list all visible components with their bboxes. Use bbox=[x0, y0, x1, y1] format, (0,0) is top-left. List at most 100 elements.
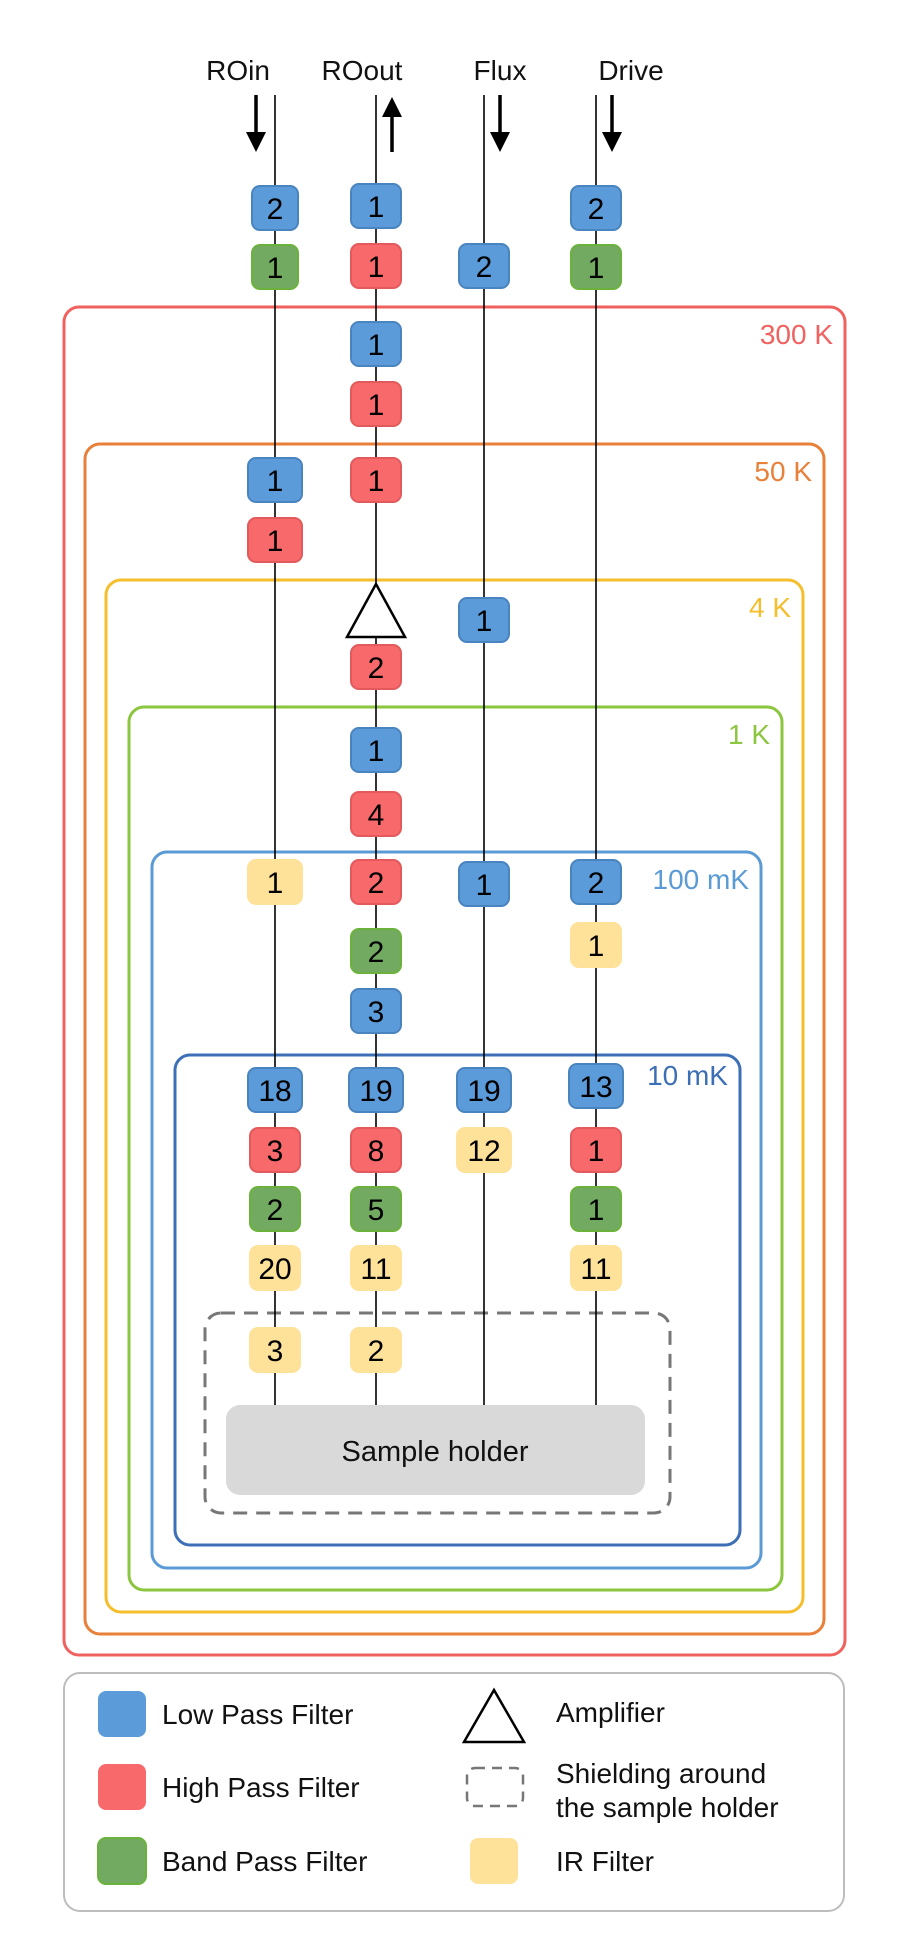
filter-count: 2 bbox=[368, 1335, 385, 1368]
filter-count: 3 bbox=[368, 996, 385, 1029]
filter-count: 2 bbox=[588, 193, 605, 226]
filter-block: 19 bbox=[348, 1067, 404, 1113]
filter-block: 2 bbox=[350, 1327, 402, 1373]
filter-count: 1 bbox=[588, 252, 605, 285]
filter-rect bbox=[249, 1186, 301, 1232]
stage-label-100mk: 100 mK bbox=[653, 864, 750, 895]
filter-rect bbox=[570, 1127, 622, 1173]
filter-block: 2 bbox=[350, 644, 402, 690]
legend-swatch-band-pass bbox=[97, 1837, 147, 1885]
filter-rect bbox=[350, 183, 402, 229]
sample-holder bbox=[226, 1405, 645, 1495]
filter-block: 18 bbox=[247, 1067, 303, 1113]
arrow-down-icon bbox=[246, 95, 266, 152]
filter-block: 1 bbox=[350, 457, 402, 503]
legend-label-shielding-1: Shielding around bbox=[556, 1758, 766, 1789]
filter-rect bbox=[350, 457, 402, 503]
sample-shielding bbox=[203, 1311, 672, 1515]
filter-count: 1 bbox=[368, 329, 385, 362]
filter-rect bbox=[456, 1067, 512, 1113]
filter-block: 20 bbox=[249, 1245, 301, 1291]
filter-rect bbox=[348, 1067, 404, 1113]
filter-block: 2 bbox=[458, 243, 510, 289]
filter-count: 18 bbox=[258, 1075, 291, 1108]
filter-block: 4 bbox=[350, 791, 402, 837]
filter-count: 20 bbox=[258, 1253, 291, 1286]
filter-count: 5 bbox=[368, 1194, 385, 1227]
filter-block: 8 bbox=[350, 1127, 402, 1173]
filter-rect bbox=[247, 1067, 303, 1113]
legend-label-high-pass: High Pass Filter bbox=[162, 1772, 360, 1803]
filter-block: 1 bbox=[570, 1127, 622, 1173]
filter-count: 13 bbox=[579, 1071, 612, 1104]
filter-block: 3 bbox=[249, 1327, 301, 1373]
filter-count: 1 bbox=[368, 735, 385, 768]
filter-count: 1 bbox=[588, 930, 605, 963]
line-label-roin: ROin bbox=[206, 55, 270, 86]
filter-count: 19 bbox=[467, 1075, 500, 1108]
filter-block: 1 bbox=[247, 517, 303, 563]
legend-label-low-pass: Low Pass Filter bbox=[162, 1699, 353, 1730]
filter-rect bbox=[247, 457, 303, 503]
filter-block: 19 bbox=[456, 1067, 512, 1113]
legend-label-shielding-2: the sample holder bbox=[556, 1792, 779, 1823]
filter-rect bbox=[247, 859, 303, 905]
filter-rect bbox=[247, 517, 303, 563]
legend-swatch-low-pass bbox=[98, 1691, 146, 1737]
filter-block: 1 bbox=[350, 183, 402, 229]
filter-count: 2 bbox=[368, 867, 385, 900]
filter-count: 1 bbox=[476, 605, 493, 638]
filter-count: 2 bbox=[267, 1194, 284, 1227]
filter-rect bbox=[570, 1245, 622, 1291]
filter-count: 1 bbox=[267, 252, 284, 285]
filter-count: 3 bbox=[267, 1135, 284, 1168]
filter-block: 1 bbox=[458, 597, 510, 643]
stage-label-300k: 300 K bbox=[760, 319, 833, 350]
filter-rect bbox=[350, 928, 402, 974]
filter-block: 1 bbox=[350, 243, 402, 289]
filter-rect bbox=[570, 859, 622, 905]
filter-rect bbox=[568, 1063, 624, 1109]
line-label-flux: Flux bbox=[474, 55, 527, 86]
amplifier-icon bbox=[461, 1687, 527, 1744]
stage-label-10mk: 10 mK bbox=[647, 1060, 728, 1091]
filter-count: 8 bbox=[368, 1135, 385, 1168]
filter-block: 2 bbox=[350, 928, 402, 974]
filter-rect bbox=[570, 185, 622, 231]
arrow-up-icon bbox=[382, 97, 402, 152]
filter-block: 11 bbox=[570, 1245, 622, 1291]
sample-holder-label: Sample holder bbox=[342, 1436, 529, 1468]
filter-block: 12 bbox=[456, 1127, 512, 1173]
filter-count: 2 bbox=[368, 652, 385, 685]
filter-rect bbox=[458, 861, 510, 907]
filter-block: 1 bbox=[350, 381, 402, 427]
filter-count: 11 bbox=[580, 1253, 611, 1286]
filter-block: 1 bbox=[570, 922, 622, 968]
filter-count: 1 bbox=[368, 465, 385, 498]
filter-count: 3 bbox=[267, 1335, 284, 1368]
filter-rect bbox=[350, 1245, 402, 1291]
filter-block: 3 bbox=[249, 1127, 301, 1173]
filter-count: 1 bbox=[476, 869, 493, 902]
filter-count: 12 bbox=[467, 1135, 500, 1168]
legend-label-band-pass: Band Pass Filter bbox=[162, 1846, 367, 1877]
filter-rect bbox=[350, 644, 402, 690]
amplifier-icon bbox=[344, 581, 408, 639]
filter-rect bbox=[350, 1327, 402, 1373]
filter-rect bbox=[570, 1186, 622, 1232]
stage-label-4k: 4 K bbox=[749, 592, 791, 623]
filter-block: 1 bbox=[247, 457, 303, 503]
filter-block: 1 bbox=[458, 861, 510, 907]
filter-block: 1 bbox=[247, 859, 303, 905]
filter-rect bbox=[350, 1186, 402, 1232]
filter-block: 11 bbox=[350, 1245, 402, 1291]
filter-count: 2 bbox=[267, 193, 284, 226]
stage-box-300k bbox=[62, 305, 847, 1657]
filter-block: 2 bbox=[251, 185, 299, 231]
filter-block: 2 bbox=[249, 1186, 301, 1232]
filter-block: 1 bbox=[350, 321, 402, 367]
filter-rect bbox=[350, 321, 402, 367]
filter-rect bbox=[350, 791, 402, 837]
stage-label-1k: 1 K bbox=[728, 719, 770, 750]
filter-block: 2 bbox=[570, 859, 622, 905]
